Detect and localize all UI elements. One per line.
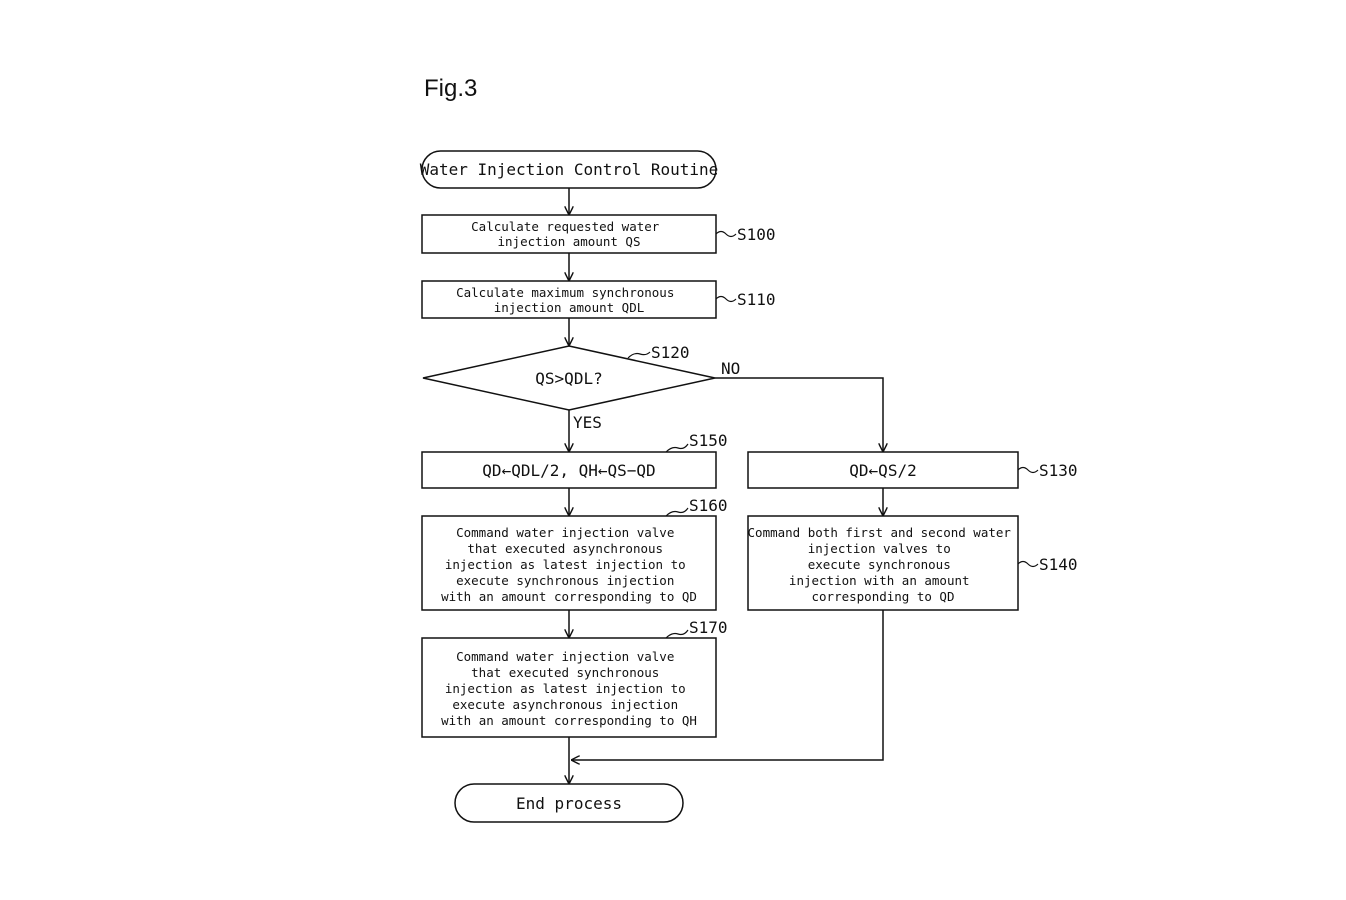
process-s140-box (747, 515, 1019, 611)
decision-s120-label: QS>QDL? (535, 369, 602, 388)
start-terminal-shape (421, 150, 717, 189)
process-s100: Calculate requested water injection amou… (421, 214, 776, 254)
s130-leader (1017, 466, 1039, 474)
end-terminal-shape (454, 783, 684, 823)
process-s100-label: Calculate requested water injection amou… (471, 219, 667, 249)
step-label-s170: S170 (689, 618, 728, 637)
process-s170-box (421, 637, 717, 738)
step-label-s160: S160 (689, 496, 728, 515)
process-s150: QD←QDL/2, QH←QS−QD S150 (421, 431, 728, 489)
step-label-s150: S150 (689, 431, 728, 450)
process-s150-label: QD←QDL/2, QH←QS−QD (482, 461, 655, 480)
process-s130: QD←QS/2 S130 (747, 451, 1078, 489)
process-s170-label: Command water injection valve that execu… (441, 649, 697, 728)
end-terminal-label: End process (516, 794, 622, 813)
process-s130-box (747, 451, 1019, 489)
s120-leader (627, 351, 651, 359)
start-terminal-label: Water Injection Control Routine (420, 160, 719, 179)
s110-leader (715, 295, 737, 303)
decision-s120-diamond (422, 345, 716, 411)
process-s160: Command water injection valve that execu… (421, 496, 728, 611)
end-terminal: End process (454, 783, 684, 823)
figure-title: Fig.3 (424, 75, 477, 102)
process-s170: Command water injection valve that execu… (421, 618, 728, 738)
process-s160-box (421, 515, 717, 611)
decision-s120: QS>QDL? S120 (422, 343, 716, 411)
step-label-s140: S140 (1039, 555, 1078, 574)
step-label-s120: S120 (651, 343, 690, 362)
step-label-s100: S100 (737, 225, 776, 244)
process-s110-box (421, 280, 717, 319)
step-label-s130: S130 (1039, 461, 1078, 480)
process-s160-label: Command water injection valve that execu… (441, 525, 697, 604)
start-terminal: Water Injection Control Routine (420, 150, 719, 189)
process-s140-label: Command both first and second water inje… (748, 525, 1019, 604)
process-s100-box (421, 214, 717, 254)
s160-leader (665, 507, 689, 517)
s150-leader (665, 443, 689, 453)
s100-leader (715, 230, 737, 238)
process-s130-label: QD←QS/2 (849, 461, 916, 480)
process-s150-box (421, 451, 717, 489)
branch-label-no: NO (721, 359, 740, 378)
edge-s140-merge (571, 610, 884, 760)
process-s140: Command both first and second water inje… (747, 515, 1078, 611)
s140-leader (1017, 560, 1039, 568)
edge-s120-s130-no (715, 377, 883, 452)
s170-leader (665, 629, 689, 639)
process-s110: Calculate maximum synchronous injection … (421, 280, 776, 319)
branch-label-yes: YES (573, 413, 602, 432)
step-label-s110: S110 (737, 290, 776, 309)
process-s110-label: Calculate maximum synchronous injection … (456, 285, 682, 315)
